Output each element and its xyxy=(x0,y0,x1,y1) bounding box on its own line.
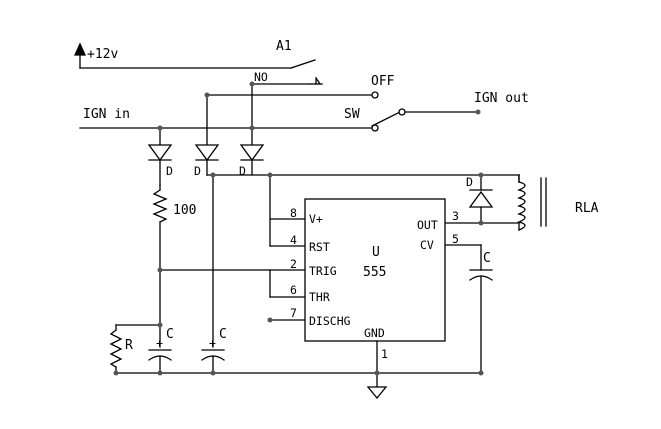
cap2-polarity: + xyxy=(209,336,216,350)
pin-5-name: CV xyxy=(420,238,434,252)
off-label: OFF xyxy=(371,74,395,89)
pin-6-number: 6 xyxy=(290,283,297,297)
ground-bus xyxy=(115,372,482,400)
a1-switch xyxy=(79,59,323,85)
diode-d1 xyxy=(147,127,173,186)
diode-d3-label: D xyxy=(239,164,246,178)
diode-d3 xyxy=(239,127,265,176)
pin-3-name: OUT xyxy=(417,218,438,232)
ign-in-label: IGN in xyxy=(83,107,130,122)
pin-7-number: 7 xyxy=(290,306,297,320)
sw-label: SW xyxy=(344,107,360,122)
cap1-label: C xyxy=(166,327,174,342)
relay-label: RLA xyxy=(575,201,599,216)
relay-diode-label: D xyxy=(466,175,473,189)
diode-d1-label: D xyxy=(166,164,173,178)
pin-2-number: 2 xyxy=(290,257,297,271)
pin-4-number: 4 xyxy=(290,233,297,247)
trigger-wiring xyxy=(159,269,306,321)
pin-3-number: 3 xyxy=(452,209,459,223)
supply-bus xyxy=(206,174,520,247)
pin-8-name: V+ xyxy=(309,212,323,226)
pin-8-number: 8 xyxy=(290,206,297,220)
pin-2-name: TRIG xyxy=(309,264,337,278)
resistor-r-label: R xyxy=(125,338,133,353)
ignition-switch-wiring xyxy=(79,83,479,132)
diode-d2 xyxy=(194,94,220,176)
ic-type: 555 xyxy=(363,265,386,280)
pin-1-number: 1 xyxy=(381,347,388,361)
pin-6-name: THR xyxy=(309,290,330,304)
resistor-100 xyxy=(152,184,168,326)
no-contact-label: NO xyxy=(254,70,268,84)
cv-cap-label: C xyxy=(483,251,491,266)
junction-dots xyxy=(113,81,484,376)
pin-1-name: GND xyxy=(364,326,385,340)
resistor-100-label: 100 xyxy=(173,203,196,218)
supply-label: +12v xyxy=(87,47,118,62)
supply-terminal xyxy=(73,42,87,69)
pin-4-name: RST xyxy=(309,240,330,254)
ic-name: U xyxy=(372,245,380,260)
pin-5-number: 5 xyxy=(452,232,459,246)
timer-555-ic xyxy=(304,198,446,374)
timing-capacitors xyxy=(109,174,225,374)
cap2-label: C xyxy=(219,327,227,342)
cv-capacitor xyxy=(444,244,493,374)
relay-rla xyxy=(444,174,547,231)
ign-out-label: IGN out xyxy=(474,91,529,106)
pin-7-name: DISCHG xyxy=(309,314,351,328)
diode-d2-label: D xyxy=(194,164,201,178)
cap1-polarity: + xyxy=(156,336,163,350)
a1-switch-label: A1 xyxy=(276,39,292,54)
